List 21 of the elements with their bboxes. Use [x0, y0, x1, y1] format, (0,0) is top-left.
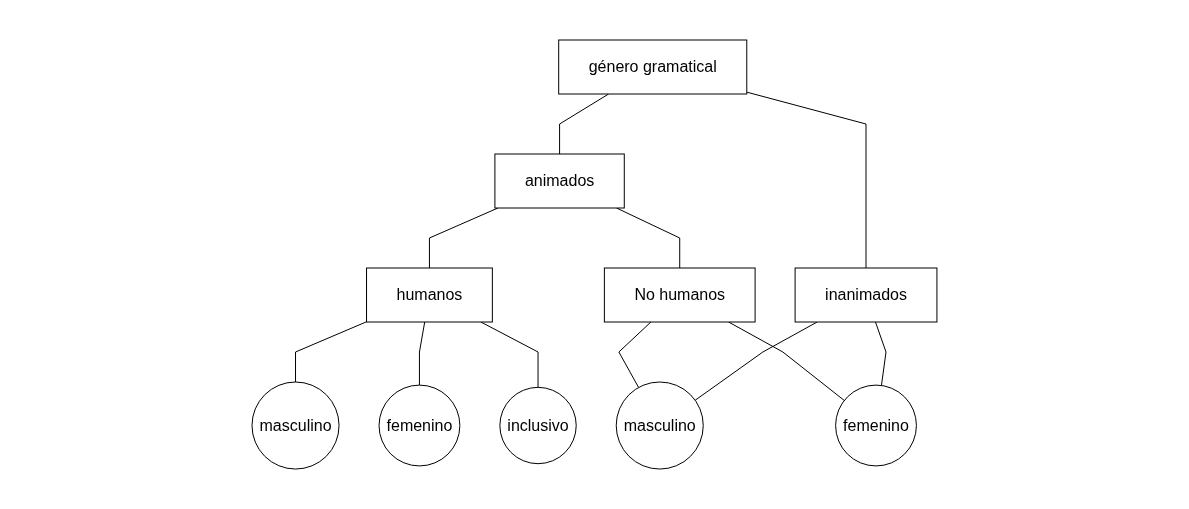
connector: [429, 207, 499, 269]
node-circle: masculino: [251, 381, 340, 470]
node-box: inanimados: [794, 267, 938, 323]
node-circle: femenino: [835, 384, 917, 467]
connector: [875, 321, 887, 386]
connector: [295, 321, 368, 383]
connector: [618, 321, 652, 388]
connector: [616, 207, 681, 269]
connector: [728, 321, 845, 401]
connector: [419, 321, 426, 386]
node-box: humanos: [366, 267, 493, 323]
node-circle: femenino: [378, 384, 461, 467]
connector: [746, 91, 867, 269]
node-box: animados: [494, 153, 625, 209]
connector: [480, 321, 539, 388]
node-box: No humanos: [603, 267, 756, 323]
node-box: género gramatical: [558, 39, 748, 95]
connector: [694, 321, 818, 401]
connector: [559, 93, 610, 155]
node-circle: inclusivo: [499, 386, 577, 465]
node-circle: masculino: [615, 381, 704, 470]
